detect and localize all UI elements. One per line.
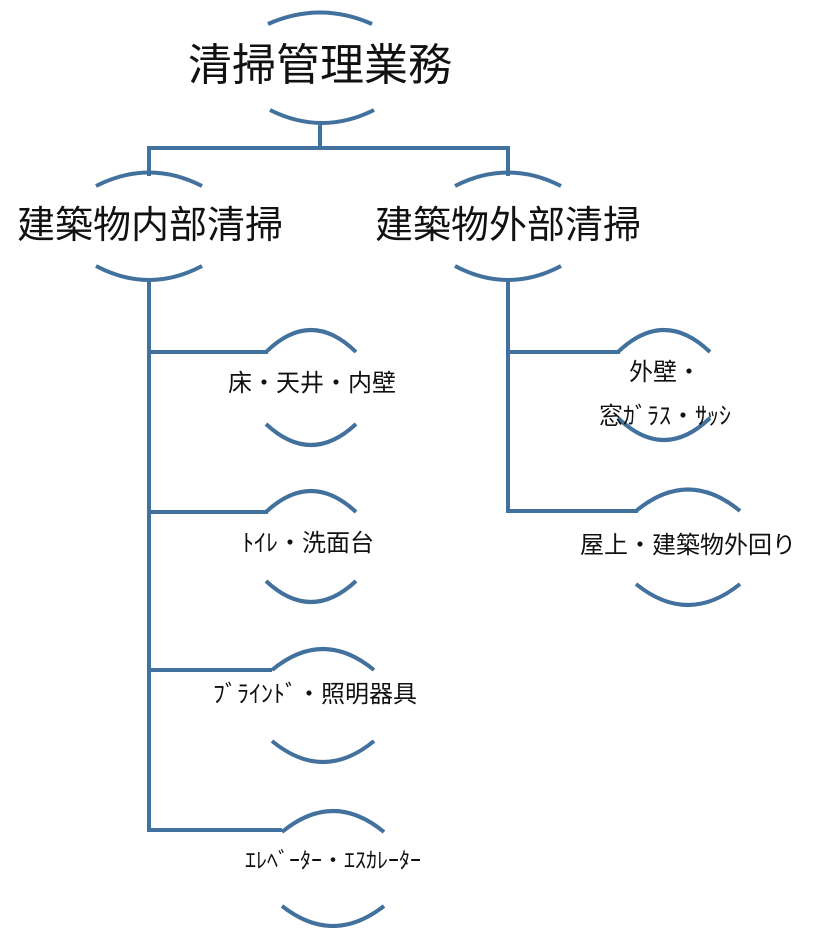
leaf4-bracket-top bbox=[280, 809, 386, 834]
branch-node-inner-cleaning: 建築物内部清掃 bbox=[16, 203, 284, 247]
inner-bracket-bottom bbox=[95, 264, 203, 282]
root-bracket-top bbox=[267, 10, 373, 26]
leaf-node-blinds-lighting: ﾌﾞﾗｲﾝﾄﾞ・照明器具 bbox=[213, 680, 417, 708]
leaf-node-elevator-escalator: ｴﾚﾍﾞｰﾀｰ・ｴｽｶﾚｰﾀｰ bbox=[244, 849, 422, 874]
leaf3-bracket-top bbox=[270, 647, 376, 672]
leaf-node-exterior-wall-windows: 外壁・ 窓ｶﾞﾗｽ・ｻｯｼ bbox=[599, 358, 731, 430]
leaf1-bracket-bottom bbox=[264, 422, 358, 447]
branch-node-outer-cleaning: 建築物外部清掃 bbox=[374, 203, 642, 247]
leaf-node-floor-ceiling-wall: 床・天井・内壁 bbox=[228, 369, 396, 397]
leaf-node-toilet-washbasin: ﾄｲﾚ・洗面台 bbox=[242, 529, 374, 557]
outer-bracket-top bbox=[454, 170, 562, 188]
outer-bracket-bottom bbox=[454, 264, 562, 282]
inner-bracket-top bbox=[95, 170, 203, 188]
leaf4-bracket-bottom bbox=[280, 904, 386, 928]
leaf-node-rooftop-surroundings: 屋上・建築物外回り bbox=[580, 531, 796, 559]
leaf5-bracket-bottom bbox=[616, 416, 712, 442]
leaf5-bracket-top bbox=[616, 328, 712, 354]
leaf6-bracket-top bbox=[634, 487, 742, 513]
root-node-label: 清掃管理業務 bbox=[188, 40, 452, 91]
root-bracket-bottom bbox=[269, 108, 375, 125]
leaf6-bracket-bottom bbox=[634, 582, 742, 607]
leaf3-bracket-bottom bbox=[270, 739, 376, 764]
leaf2-bracket-top bbox=[264, 489, 358, 514]
leaf1-bracket-top bbox=[264, 328, 358, 354]
leaf2-bracket-bottom bbox=[264, 579, 358, 604]
